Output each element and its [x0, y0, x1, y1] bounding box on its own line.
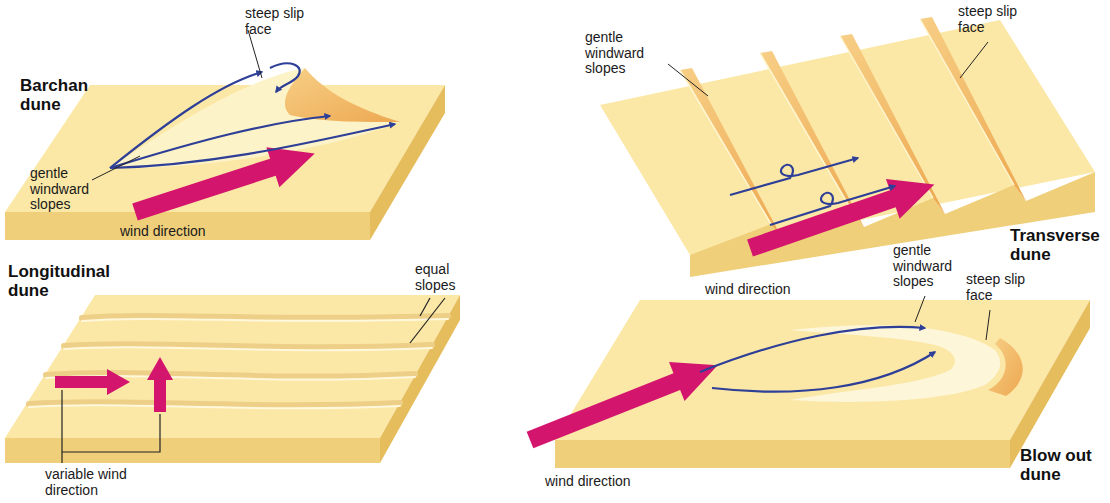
barchan-dune-shape: [110, 68, 400, 168]
annotation-label: wind direction: [705, 282, 845, 298]
annotation-label: equal slopes: [415, 262, 470, 293]
annotation-label: variable wind direction: [45, 467, 143, 498]
blowout-slab: [555, 300, 1090, 468]
dune-title: Longitudinal dune: [8, 262, 88, 300]
dune-title: Blow out dune: [1020, 446, 1106, 484]
leader-lines: [668, 42, 988, 96]
airflow-lines: [110, 63, 395, 168]
dune-title: Barchan dune: [20, 76, 100, 114]
annotation-label: wind direction: [120, 224, 260, 240]
airflow-lines: [730, 158, 895, 225]
annotation-label: steep slip face: [966, 272, 1032, 303]
annotation-label: wind direction: [545, 474, 685, 490]
annotation-label: gentle windward slopes: [30, 166, 108, 213]
airflow-lines: [700, 327, 935, 392]
wind-arrow: [522, 346, 725, 460]
annotation-label: steep slip face: [245, 6, 325, 37]
annotation-label: steep slip face: [958, 4, 1038, 35]
blowout-dune-shape: [790, 325, 1023, 402]
wind-arrow: [55, 357, 173, 412]
annotation-label: gentle windward slopes: [585, 30, 665, 77]
leader-lines: [92, 30, 262, 180]
longitudinal-slab: [5, 295, 460, 463]
wind-arrow: [129, 134, 322, 232]
leader-lines: [62, 298, 445, 463]
annotation-label: gentle windward slopes: [893, 243, 961, 290]
dune-title: Transverse dune: [1010, 226, 1102, 264]
